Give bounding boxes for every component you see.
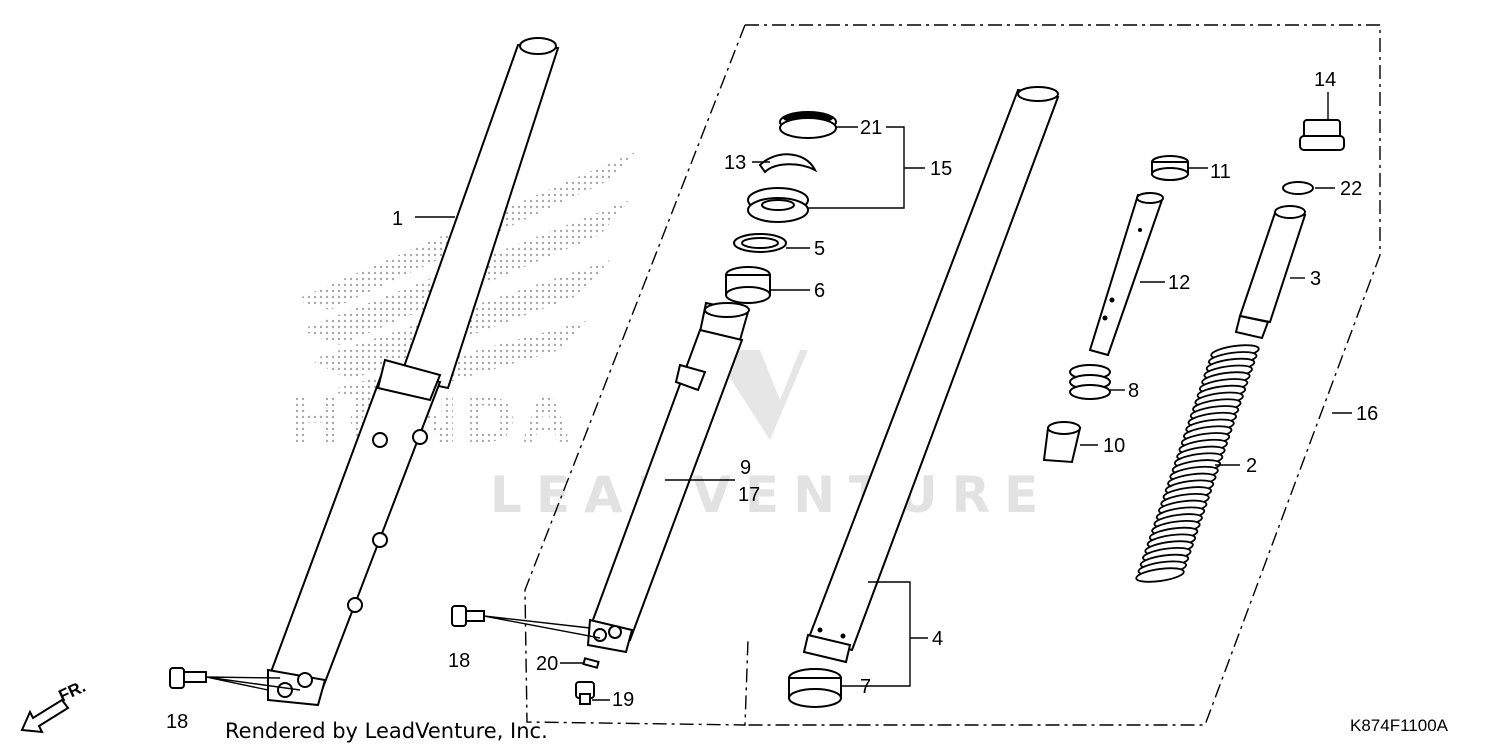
watermark-text: LEADVENTURE	[490, 466, 1052, 524]
spring-collar-3	[1234, 205, 1307, 340]
callout-9: 9	[740, 457, 751, 479]
fork-tube-left	[266, 37, 560, 707]
fork-spring-2	[1135, 344, 1260, 583]
callout-22: 22	[1340, 178, 1362, 200]
callout-4: 4	[932, 628, 943, 650]
render-credit: Rendered by LeadVenture, Inc.	[225, 719, 548, 743]
rebound-spring-8	[1069, 364, 1111, 400]
callout-18-middle: 18	[448, 650, 470, 672]
oil-lock-piece-10	[1042, 421, 1082, 464]
part-20-pin	[582, 657, 600, 669]
callout-8: 8	[1128, 380, 1139, 402]
oil-seal-15	[747, 187, 809, 223]
callout-3: 3	[1310, 268, 1321, 290]
fork-slider	[586, 301, 750, 654]
callout-5: 5	[814, 238, 825, 260]
group-boundary-fork-assembly	[745, 24, 1381, 726]
callout-17: 17	[738, 484, 760, 506]
piston-ring-11	[1151, 155, 1189, 181]
callout-21: 21	[860, 117, 882, 139]
spring-coil	[1135, 567, 1185, 583]
callout-11: 11	[1210, 161, 1231, 183]
callouts: 1 2 3 4 5 6 7 8 9 17 10 11 12 13 14 15 1…	[166, 69, 1378, 733]
leader-lines	[415, 92, 1352, 701]
damper-rod-12	[1088, 192, 1164, 357]
callout-16: 16	[1356, 403, 1378, 425]
callout-20: 20	[536, 653, 558, 675]
oil-seal-21	[779, 111, 837, 139]
callout-6: 6	[814, 280, 825, 302]
callout-14: 14	[1314, 69, 1336, 91]
stop-ring-13	[758, 153, 818, 174]
slider-bushing-6	[725, 266, 771, 304]
diagram-code: K874F1100A	[1350, 716, 1449, 735]
fork-pipe-4	[802, 86, 1060, 664]
guide-bushing-7	[788, 668, 842, 708]
fork-bolt-14	[1299, 119, 1345, 151]
group-boundary-fork-slider	[524, 24, 749, 726]
callout-13: 13	[724, 152, 746, 174]
o-ring-22	[1282, 181, 1314, 195]
callout-7: 7	[860, 676, 871, 698]
front-direction-arrow-icon: FR.	[20, 677, 89, 734]
leadventure-watermark: LEADVENTURE	[490, 350, 1052, 524]
callout-12: 12	[1168, 272, 1190, 294]
callout-15: 15	[930, 158, 952, 180]
callout-18-left: 18	[166, 711, 188, 733]
callout-10: 10	[1103, 435, 1125, 457]
bolt-18-middle	[451, 605, 485, 627]
bolt-18-left	[169, 667, 207, 689]
callout-19: 19	[612, 689, 634, 711]
back-up-ring-5	[733, 233, 787, 253]
callout-2: 2	[1246, 455, 1257, 477]
callout-1: 1	[392, 208, 403, 230]
bolt-19	[575, 681, 595, 705]
